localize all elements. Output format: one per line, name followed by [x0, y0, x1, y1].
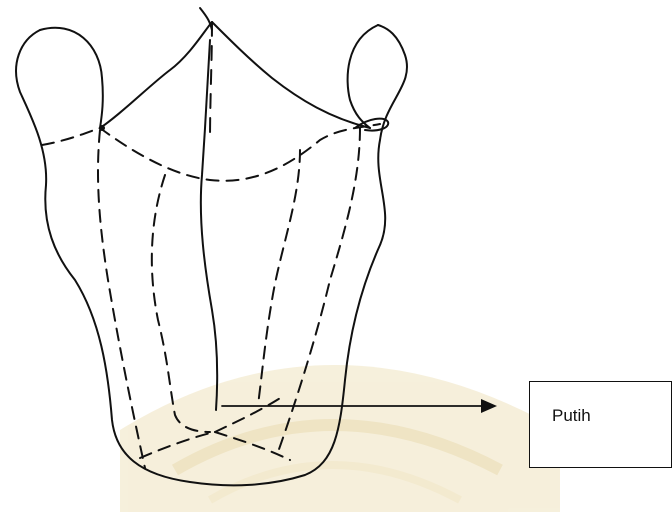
callout-label-box: Putih — [529, 381, 672, 468]
left-root-lobe — [40, 28, 103, 128]
watermark-emblem — [120, 365, 560, 512]
root-dot — [99, 125, 105, 131]
sulcus-line — [42, 124, 380, 181]
upper-ridge — [100, 22, 212, 128]
top-notch — [200, 8, 212, 30]
left-outer-dashed — [98, 130, 145, 468]
upper-ridge-right — [212, 22, 370, 128]
right-inner-dashed — [258, 150, 300, 405]
right-root-lobe — [348, 25, 378, 128]
callout-label: Putih — [552, 406, 591, 426]
midline — [201, 40, 217, 410]
